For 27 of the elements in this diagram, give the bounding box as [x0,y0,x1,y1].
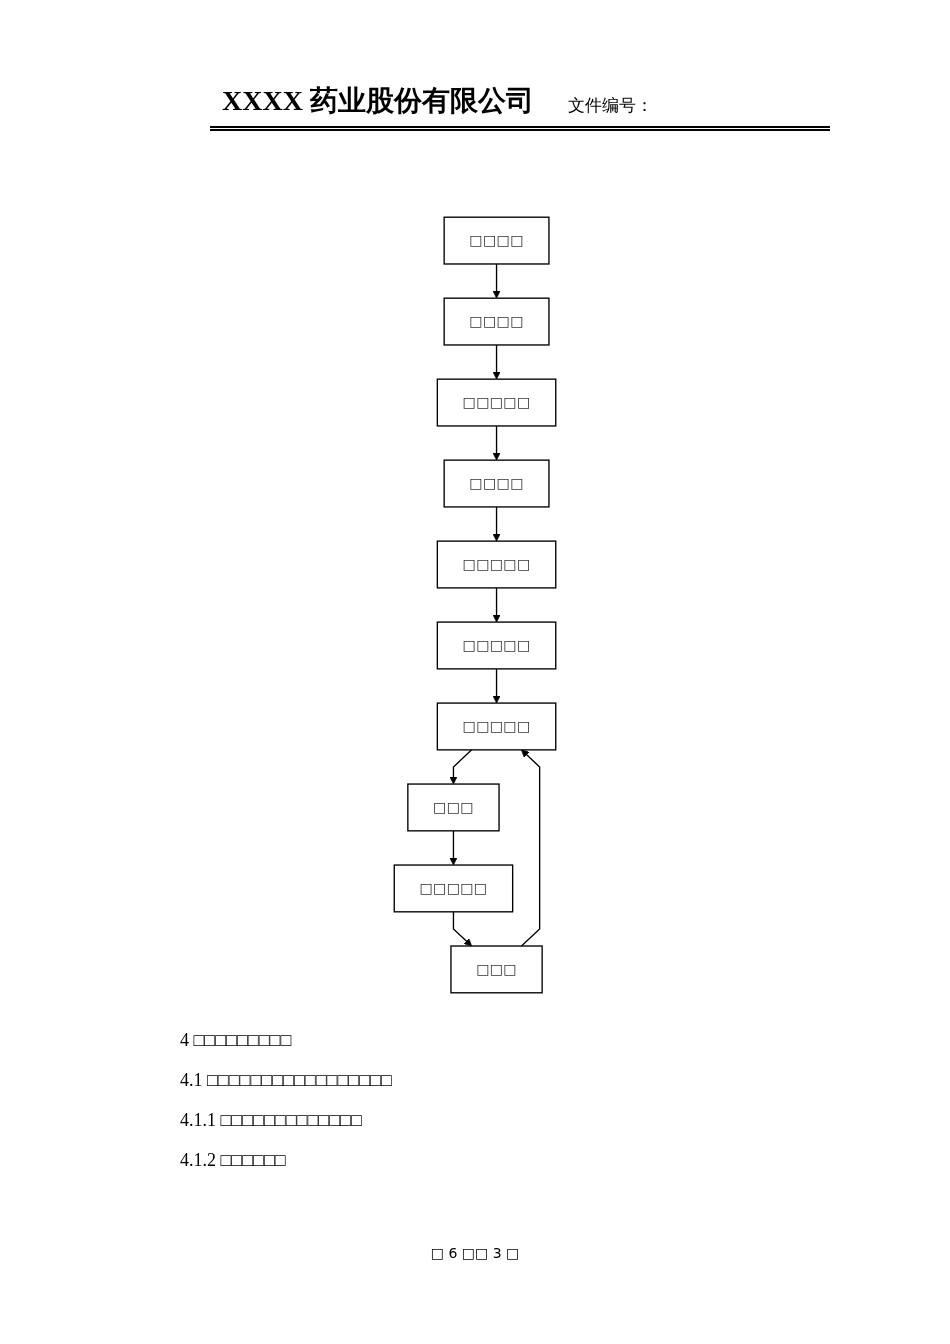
arrow [492,506,501,542]
arrow [492,587,501,623]
arrow [449,749,473,785]
arrow [449,830,458,866]
arrow [520,749,541,947]
arrow [492,263,501,299]
arrow [452,911,472,947]
node-box: □□□ [407,783,500,832]
node-box: □□□□□ [393,864,514,913]
document-number-label: 文件编号： [568,94,653,117]
section-heading: 4 □□□□□□□□□ [180,1030,292,1051]
node-box: □□□□□ [436,702,557,751]
node-box: □□□□□ [436,378,557,427]
arrow [492,425,501,461]
section-heading: 4.1 □□□□□□□□□□□□□□□□□ [180,1070,392,1091]
company-title: XXXX 药业股份有限公司 [222,84,534,118]
node-box: □□□□ [443,459,550,508]
node-box: □□□□□ [436,621,557,670]
node-box: □□□□□ [436,540,557,589]
arrow [492,668,501,704]
node-box: □□□□ [443,297,550,346]
node-box: □□□ [450,945,543,994]
node-box: □□□□ [443,216,550,265]
section-heading: 4.1.2 □□□□□□ [180,1150,286,1171]
section-heading: 4.1.1 □□□□□□□□□□□□□ [180,1110,362,1131]
arrow [492,344,501,380]
page-number: □ 6 □□ 3 □ [429,1245,521,1261]
